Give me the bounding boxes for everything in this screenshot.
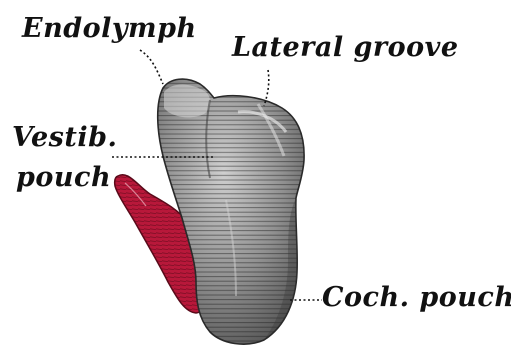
label-vestib-line2: pouch — [16, 163, 111, 193]
label-vestib-line1: Vestib. — [12, 123, 117, 153]
endolymph-leader — [140, 50, 163, 84]
label-coch-pouch: Coch. pouch — [322, 283, 511, 313]
label-endolymph: Endolymph — [22, 14, 197, 44]
label-lateral-groove: Lateral groove — [232, 33, 459, 63]
